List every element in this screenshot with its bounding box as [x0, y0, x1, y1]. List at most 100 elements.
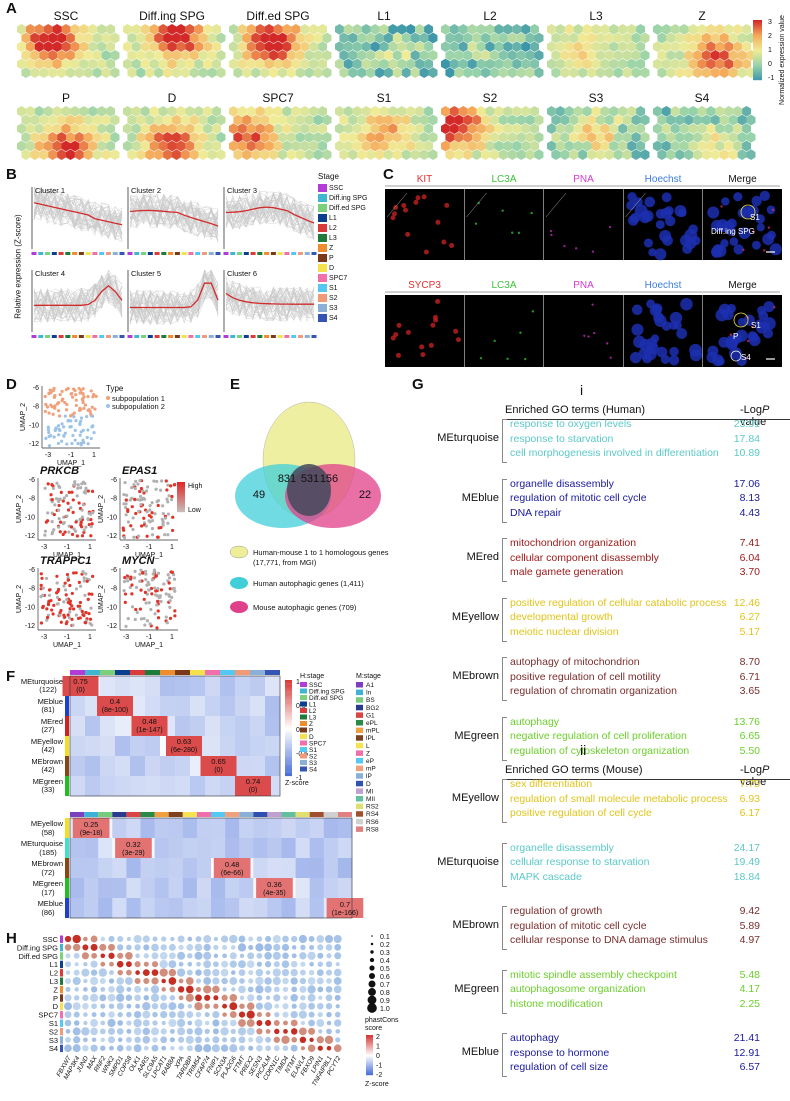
cluster-title: Cluster 4 — [35, 269, 65, 278]
gene-dot — [177, 1027, 186, 1036]
gene-dot — [83, 962, 88, 967]
size-legend-item: 0.3 — [380, 950, 390, 957]
gene-dot — [160, 1028, 167, 1035]
umap-xtick: -3 — [123, 544, 129, 551]
gene-dot — [307, 951, 316, 960]
go-pvalue: 19.49 — [733, 856, 760, 868]
gene-dot — [222, 1003, 228, 1009]
hexmap-L2 — [441, 24, 544, 78]
h-legend-item: Diff.ed SPG — [309, 695, 343, 702]
gene-dot — [117, 952, 124, 959]
go-term: cellular response to DNA damage stimulus — [510, 934, 708, 946]
gene-dot — [308, 1019, 315, 1027]
gene-dot — [125, 1045, 132, 1052]
gene-dot — [255, 985, 264, 994]
gene-dot — [72, 1044, 81, 1053]
header-rule — [505, 779, 790, 780]
gene-dot — [64, 1044, 72, 1053]
go-pvalue: 9.42 — [739, 905, 760, 917]
size-legend-item: 0.5 — [380, 966, 390, 973]
gene-dot — [64, 944, 72, 951]
mouse-module-pvalue: (1e-166) — [332, 910, 358, 917]
size-legend-item: 0.4 — [380, 958, 390, 965]
color-legend-tick: 0 — [376, 1053, 380, 1060]
gene-dot — [326, 1020, 332, 1026]
gene-dot — [91, 1037, 97, 1043]
gene-dot — [91, 952, 97, 959]
gene-dot — [72, 934, 81, 944]
gene-dot — [291, 1003, 297, 1009]
gene-dot — [185, 985, 194, 994]
go-term: autophagosome organization — [510, 983, 646, 995]
gene-dot — [264, 961, 272, 968]
gene-dot — [160, 1011, 168, 1019]
micrograph-KIT — [385, 189, 464, 260]
mouse-module-name-MEbrown: MEbrown — [31, 859, 63, 868]
gene-dot — [272, 951, 281, 960]
gene-dot — [335, 1037, 341, 1043]
go-term: regulation of cell size — [510, 1061, 609, 1073]
go-term: autophagy of mitochondrion — [510, 656, 640, 668]
gene-dot — [73, 995, 80, 1001]
go-term: autophagy — [510, 715, 560, 728]
stage-legend-label: S1 — [329, 284, 338, 292]
h-legend-item: S3 — [309, 760, 317, 767]
cluster-plot-5 — [127, 269, 221, 338]
umap-ylabel: UMAP_2 — [20, 403, 27, 431]
pvalue-header-part: -Log — [740, 764, 763, 776]
annot-s1-b: S1 — [751, 321, 761, 330]
gene-dot — [203, 1044, 212, 1053]
module-corr: 0.4 — [110, 697, 120, 706]
gene-dot — [282, 1011, 289, 1018]
h-legend-item: SPC7 — [309, 741, 326, 748]
go-pvalue: 5.50 — [739, 744, 760, 757]
umap-ytick: -10 — [29, 422, 39, 429]
gene-dot — [238, 1036, 246, 1044]
module-corr: 0.75 — [73, 677, 88, 686]
gene-dot — [126, 969, 132, 976]
gene-dot — [133, 1010, 142, 1019]
umap-xtick: -1 — [146, 634, 152, 641]
module-bracket — [502, 478, 507, 523]
gene-dot — [308, 969, 315, 976]
channel-label-Merge: Merge — [728, 280, 757, 291]
panel-label-d: D — [6, 376, 17, 393]
gene-dot — [64, 1002, 72, 1011]
gene-dot — [326, 1045, 332, 1051]
gene-dot — [230, 970, 236, 975]
go-pvalue: 10.89 — [733, 447, 760, 459]
gene-dot — [256, 994, 263, 1001]
gene-dot — [100, 1003, 106, 1009]
umap-ytick: -12 — [25, 623, 35, 630]
gene-dot — [100, 1011, 106, 1018]
gene-dot — [169, 952, 176, 960]
annot-diffing-spg: Diff.ing SPG — [711, 227, 755, 236]
stage-legend-item: SPC7 — [318, 273, 367, 283]
umap-ylabel: UMAP_2 — [98, 495, 105, 523]
stage-legend-label: D — [329, 264, 335, 272]
gene-dot — [291, 1036, 298, 1043]
gene-dot — [195, 978, 202, 984]
gene-dot — [90, 1027, 98, 1036]
mouse-module-corr: 0.48 — [225, 860, 240, 869]
gene-dot — [100, 1037, 105, 1042]
gene-dot — [64, 1011, 72, 1019]
gene-dot — [100, 953, 106, 959]
gene-dot — [265, 1036, 272, 1043]
stage-legend-item: S3 — [318, 303, 367, 313]
gene-dot — [187, 961, 193, 967]
umap-xtick: 1 — [92, 452, 96, 459]
go-term: mitotic spindle assembly checkpoint — [510, 968, 677, 981]
gene-dot — [117, 1020, 124, 1026]
gene-dot — [299, 977, 307, 985]
module-bracket — [502, 657, 507, 701]
gene-dot — [255, 968, 264, 977]
gene-dot — [194, 943, 203, 952]
gene-dot — [151, 969, 159, 976]
umap-xlabel: UMAP_1 — [57, 460, 85, 467]
go-pvalue: 7.75 — [739, 778, 760, 790]
gene-dot — [178, 1036, 185, 1043]
umap-ytick: -12 — [25, 533, 35, 540]
umap-ylabel: UMAP_2 — [98, 585, 105, 613]
gene-dot — [290, 968, 298, 977]
